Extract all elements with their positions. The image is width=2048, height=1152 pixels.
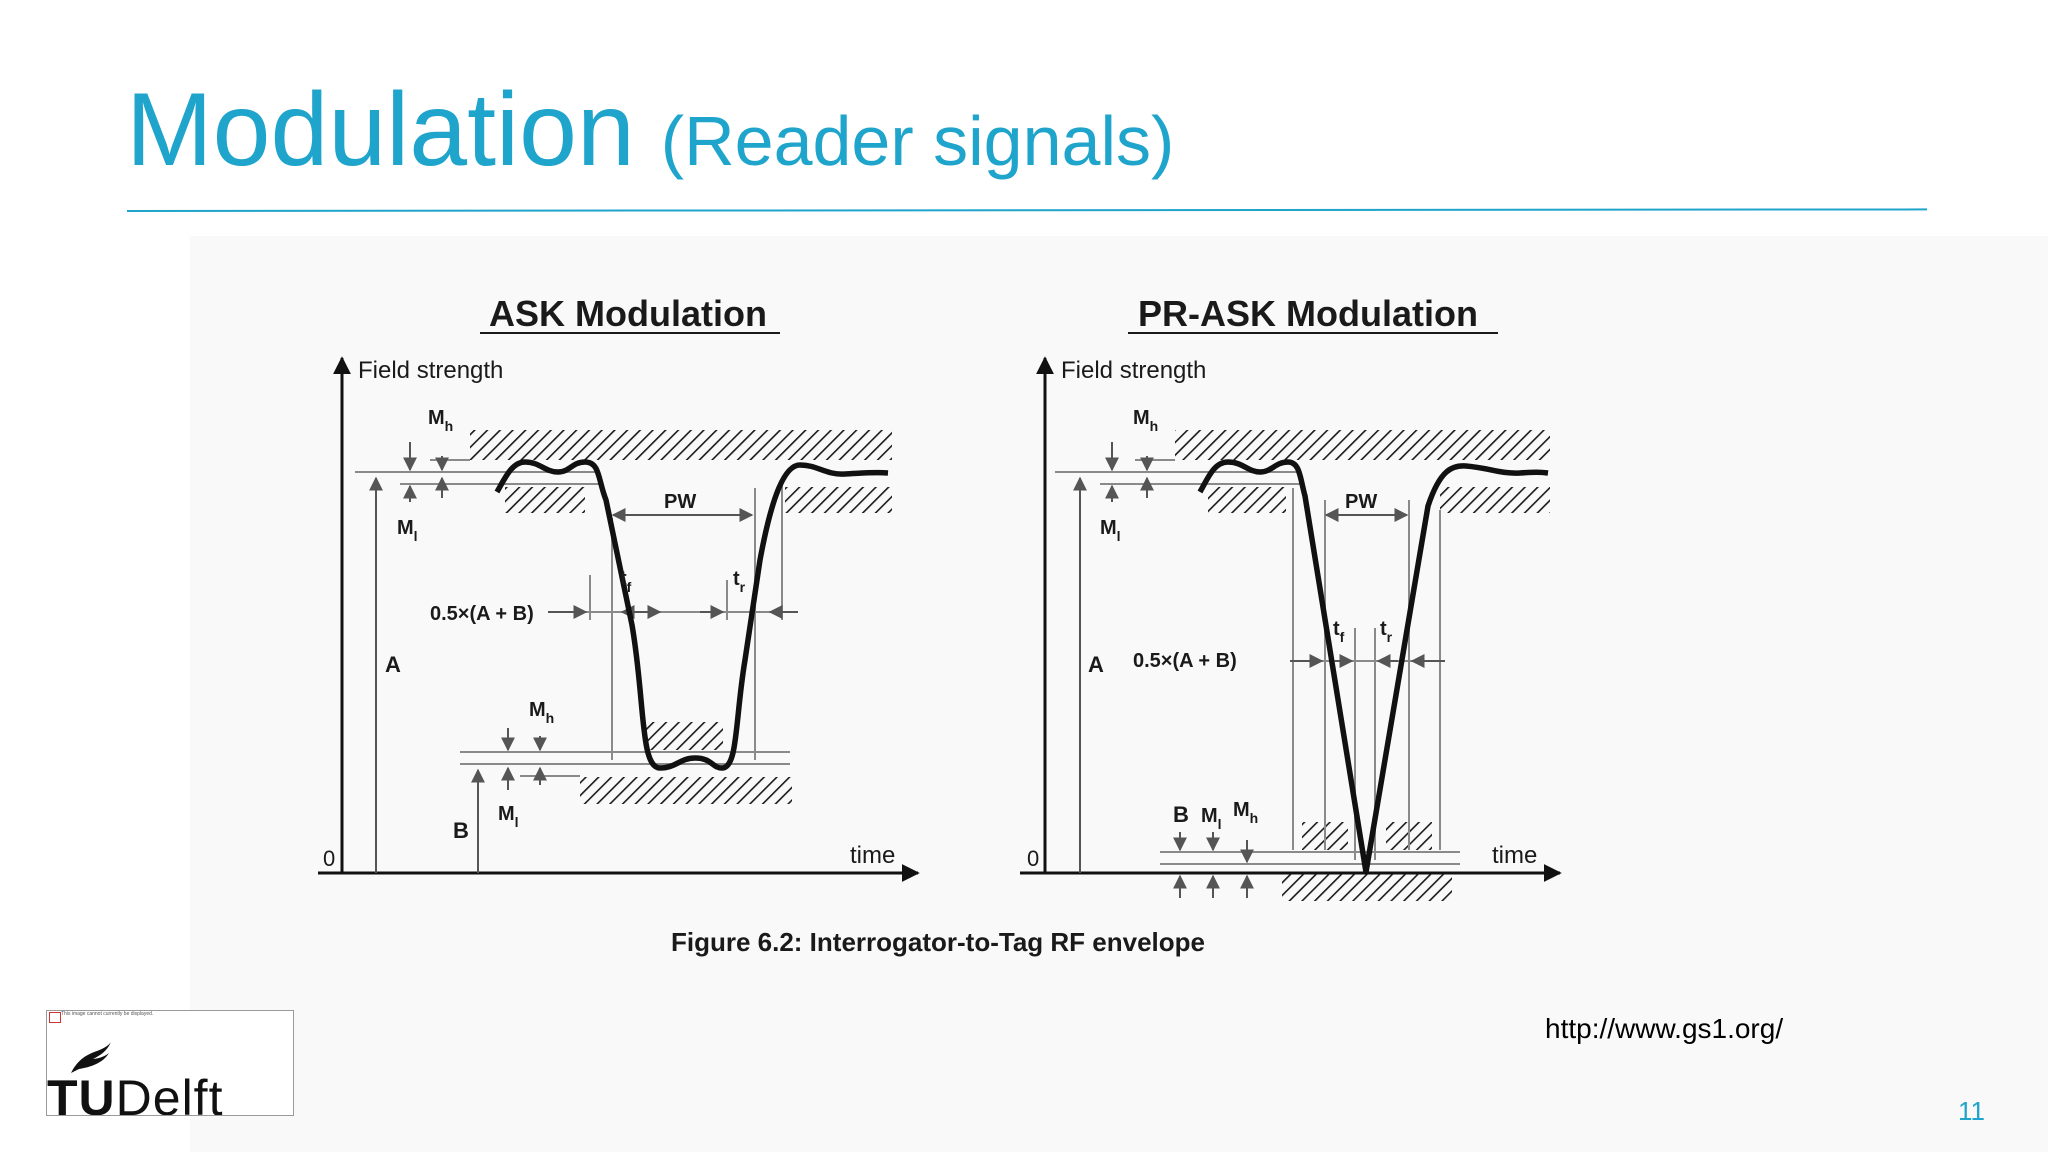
prask-label-half: 0.5×(A + B): [1133, 650, 1237, 672]
prask-label-ml-bottom: Ml: [1201, 805, 1222, 832]
ask-diagram: ASK Modulation Field strength time 0: [318, 293, 920, 882]
broken-image-note: This image cannot currently be displayed…: [61, 1011, 154, 1017]
ask-label-ml-bottom: Ml: [498, 803, 519, 830]
prask-label-ml-top: Ml: [1100, 517, 1121, 544]
prask-envelope-waveform: [1197, 459, 1549, 875]
ask-label-tr: tr: [733, 568, 746, 595]
slide-title: Modulation(Reader signals): [126, 78, 1174, 182]
prask-label-mh-top: Mh: [1133, 407, 1158, 434]
prask-origin-label: 0: [1027, 846, 1039, 871]
ask-hatch-bottom-upper: [645, 722, 723, 750]
prask-title: PR-ASK Modulation: [1138, 293, 1478, 334]
ask-label-tf: tf: [620, 568, 632, 595]
ask-x-axis-label: time: [850, 842, 895, 869]
ask-label-mh-top: Mh: [428, 407, 453, 434]
tu-delft-logo: This image cannot currently be displayed…: [46, 1010, 294, 1116]
ask-hatch-bottom-lower: [580, 777, 792, 804]
prask-label-A: A: [1088, 652, 1104, 677]
figure-panel: [190, 236, 2048, 1152]
ask-label-half: 0.5×(A + B): [430, 603, 534, 625]
prask-label-pw: PW: [1345, 491, 1377, 513]
prask-hatch-top-lower-right: [1440, 487, 1550, 513]
ask-label-mh-bottom: Mh: [529, 699, 554, 726]
prask-hatch-bottom-lower: [1282, 874, 1452, 901]
prask-label-mh-bottom: Mh: [1233, 799, 1258, 826]
source-url-link[interactable]: http://www.gs1.org/: [1545, 1013, 1784, 1044]
prask-hatch-top-upper: [1175, 430, 1550, 460]
ask-hatch-top-lower-left: [505, 487, 585, 513]
page-number: 11: [1958, 1096, 1985, 1126]
ask-label-B: B: [453, 818, 469, 843]
prask-diagram: PR-ASK Modulation Field strength time 0: [1020, 293, 1562, 901]
ask-envelope-waveform: [494, 459, 889, 771]
ask-label-pw: PW: [664, 491, 696, 513]
prask-label-B: B: [1173, 802, 1189, 827]
ask-y-axis-label: Field strength: [358, 357, 503, 384]
broken-image-icon: [49, 1012, 61, 1023]
ask-origin-label: 0: [323, 846, 335, 871]
prask-x-axis-label: time: [1492, 842, 1537, 869]
tu-delft-wordmark: TUDelft: [47, 1070, 224, 1116]
ask-title: ASK Modulation: [489, 293, 767, 334]
prask-hatch-top-lower-left: [1208, 487, 1286, 513]
prask-y-axis-label: Field strength: [1061, 357, 1206, 384]
figure-caption: Figure 6.2: Interrogator-to-Tag RF envel…: [671, 927, 1205, 957]
ask-hatch-top-upper: [470, 430, 892, 460]
slide-title-sub: (Reader signals): [660, 102, 1175, 180]
ask-label-A: A: [385, 652, 401, 677]
prask-label-tr: tr: [1380, 618, 1393, 645]
flame-icon: [71, 1042, 111, 1073]
slide-title-main: Modulation: [126, 72, 635, 188]
ask-label-ml-top: Ml: [397, 517, 418, 544]
ask-hatch-top-lower-right: [785, 487, 892, 513]
prask-label-tf: tf: [1333, 618, 1345, 645]
